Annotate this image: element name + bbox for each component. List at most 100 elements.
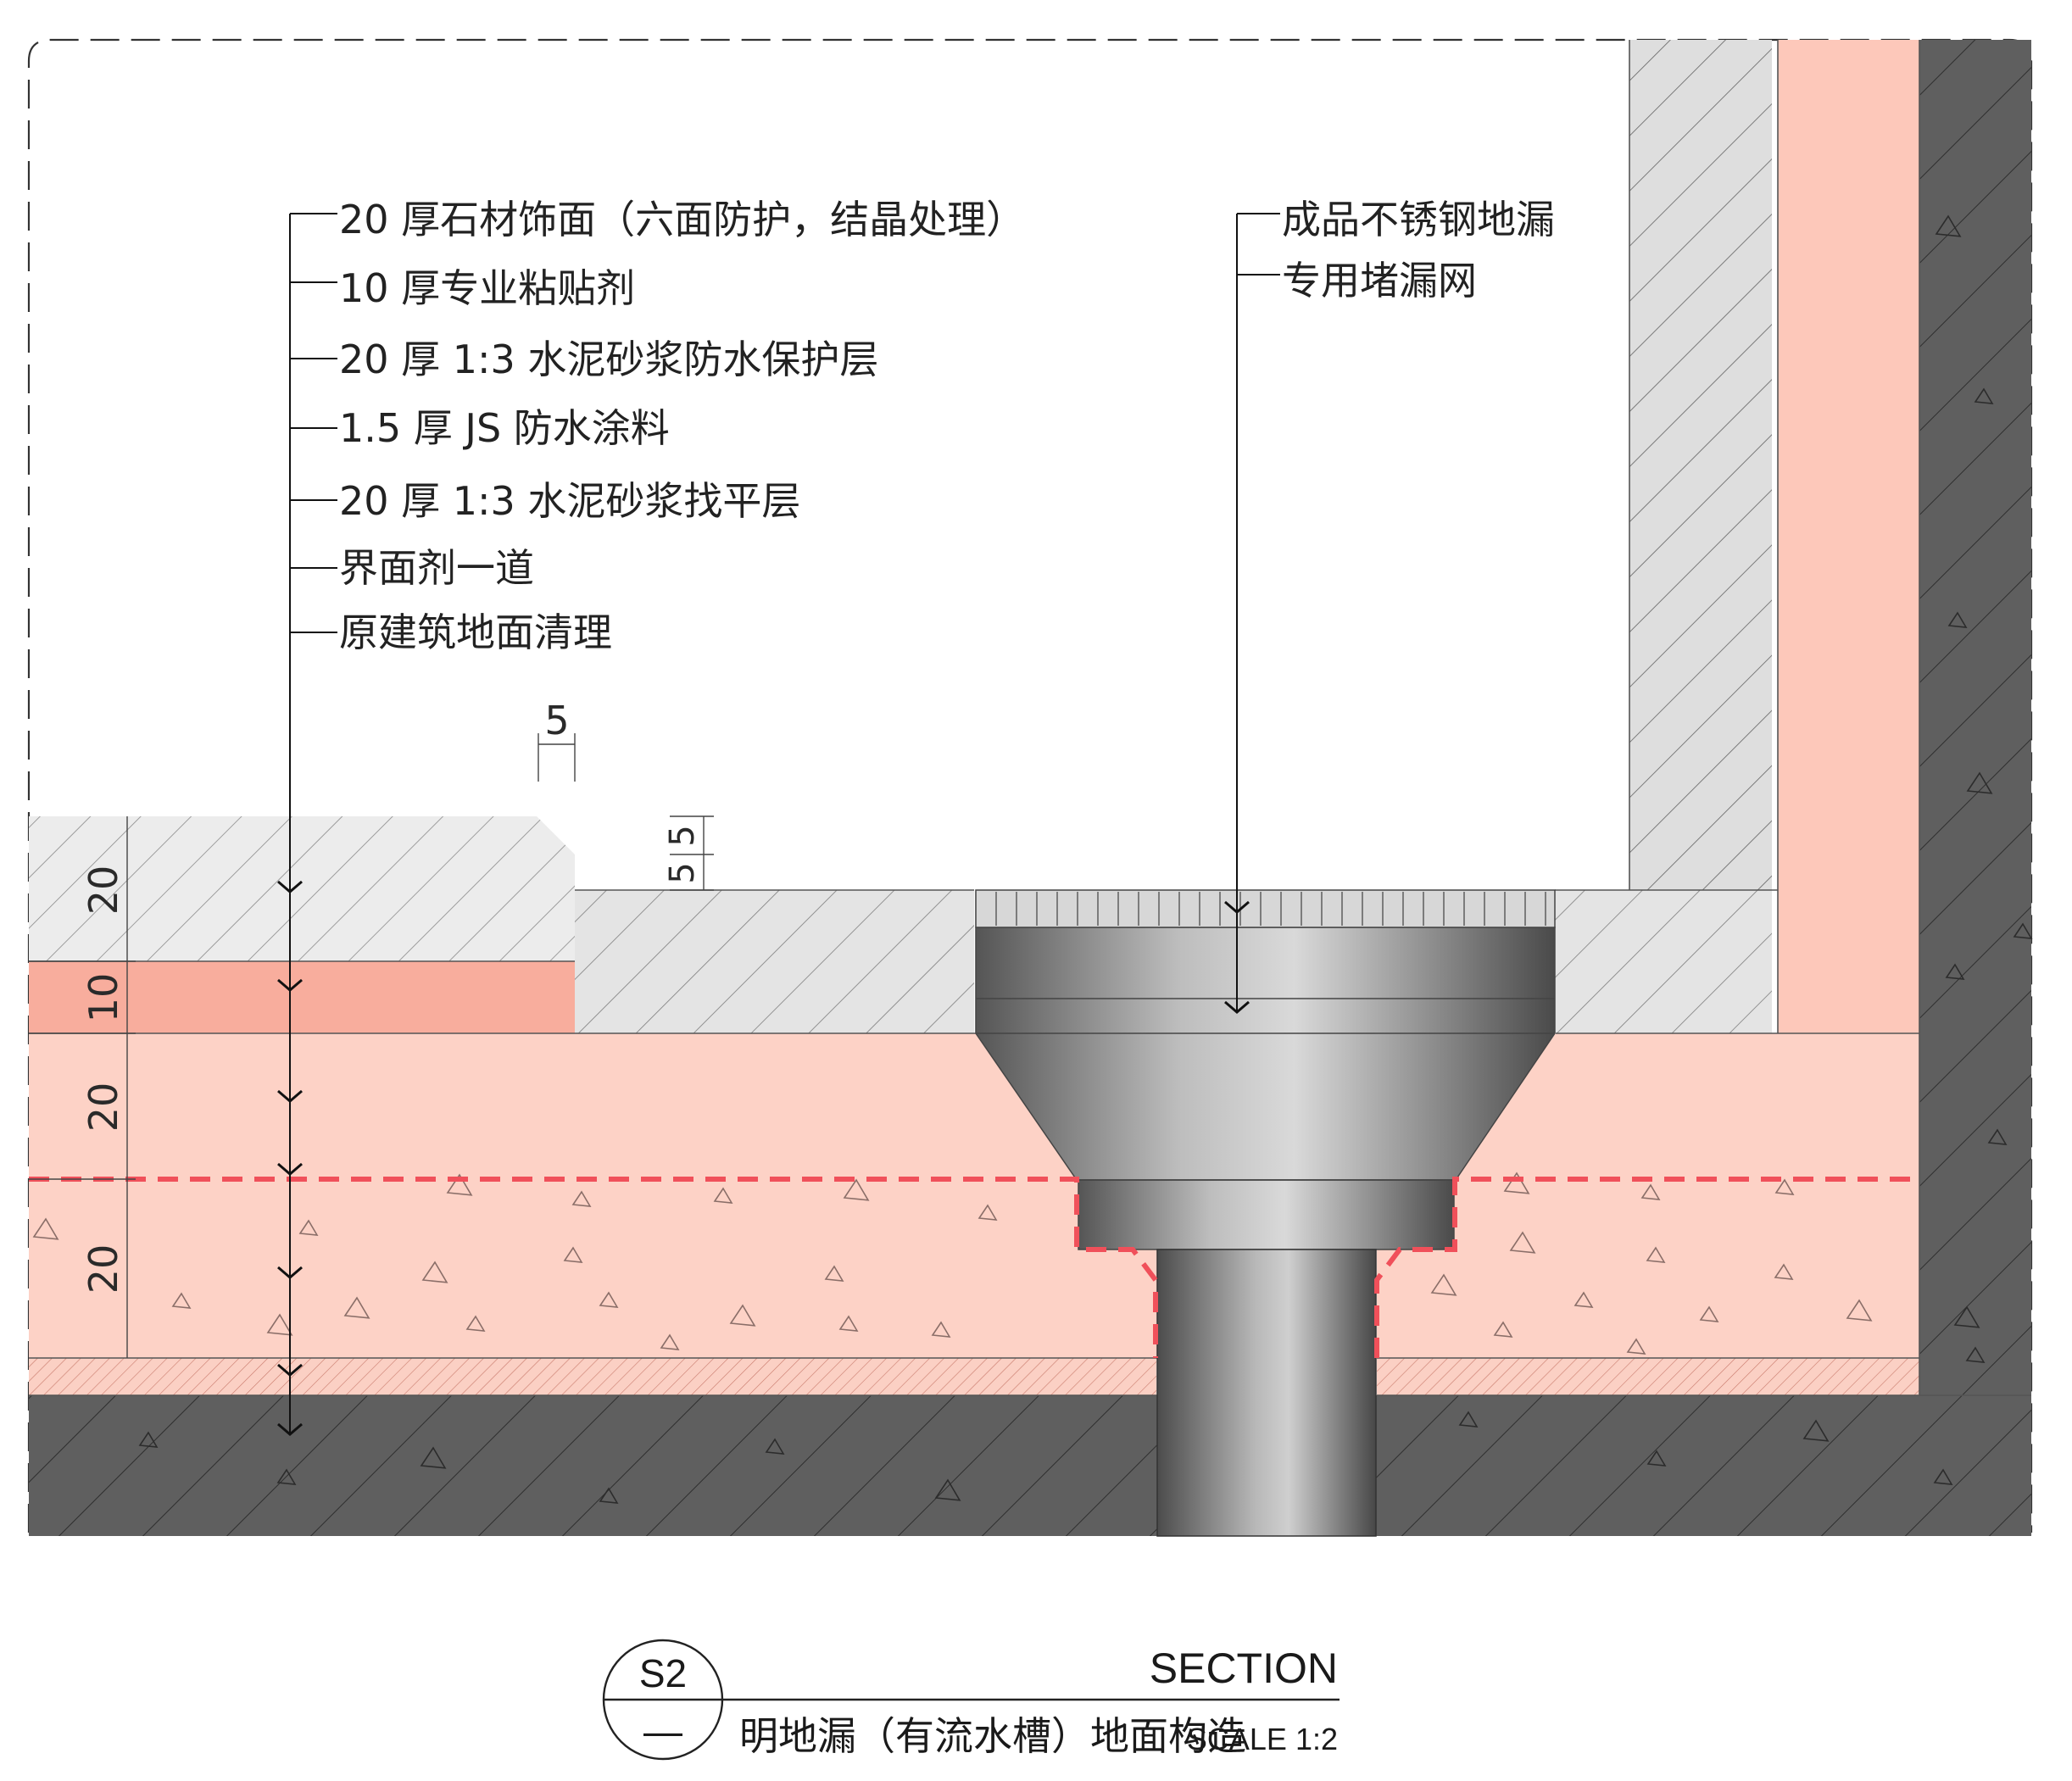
aggregate-mark (171, 1292, 192, 1309)
title-name: 明地漏（有流水槽）地面构造 (739, 1713, 1246, 1759)
dim-protect: 20 (81, 1083, 126, 1133)
aggregate-mark (1933, 1468, 1953, 1485)
aggregate-mark (1945, 963, 1965, 980)
aggregate-mark (1953, 1305, 1980, 1328)
aggregate-mark (978, 1204, 998, 1221)
aggregate-mark (465, 1315, 486, 1332)
concrete-slab (29, 1395, 2031, 1536)
trough-tile-left (575, 890, 974, 1033)
wall-facing (1629, 40, 1772, 890)
aggregate-mark (599, 1291, 619, 1308)
aggregate-mark (1947, 611, 1968, 628)
aggregate-mark (421, 1261, 448, 1283)
title-block: S2 — SECTION 明地漏（有流水槽）地面构造 SCALE 1:2 (602, 1639, 1340, 1761)
callout-adhesive: 10 厚专业粘贴剂 (339, 265, 635, 311)
aggregate-mark (1846, 1299, 1873, 1322)
aggregate-mark (571, 1190, 592, 1207)
adhesive-layer (29, 961, 575, 1033)
aggregate-mark (1458, 1411, 1479, 1428)
aggregate-mark (1935, 214, 1962, 237)
trough-tile-right (1555, 890, 1772, 1033)
aggregate-mark (1509, 1231, 1536, 1254)
aggregate-mark (298, 1219, 319, 1236)
aggregate-mark (1430, 1273, 1457, 1296)
aggregate-mark (1966, 771, 1993, 794)
title-section: SECTION (1150, 1645, 1338, 1692)
aggregate-mark (420, 1446, 447, 1469)
dim-step-b: 5 (663, 862, 702, 883)
dim-step-a: 5 (663, 825, 702, 846)
aggregate-mark (1493, 1321, 1513, 1338)
dim-stone: 20 (81, 865, 126, 916)
leader-arrowheads (277, 880, 1250, 1436)
dim-chamfer: 5 (544, 698, 569, 743)
aggregate-mark (931, 1321, 951, 1338)
aggregate-mark (32, 1217, 59, 1240)
aggregate-mark (934, 1478, 961, 1501)
leader-arrowhead (277, 1363, 303, 1377)
aggregate-mark (765, 1438, 785, 1455)
layer-leader (289, 213, 1280, 1433)
drawing-boundary (27, 38, 2033, 1533)
callout-level: 20 厚 1:3 水泥砂浆找平层 (339, 478, 800, 524)
dimension-chain (29, 733, 714, 1358)
aggregate-mark (138, 1431, 159, 1448)
aggregate-mark (1626, 1338, 1646, 1355)
aggregate-mark (1774, 1178, 1795, 1195)
concrete-wall (1919, 40, 2031, 1536)
layer-boundaries (29, 40, 2031, 1396)
layer-callouts: 20 厚石材饰面（六面防护，结晶处理） 10 厚专业粘贴剂 20 厚 1:3 水… (339, 197, 1025, 655)
aggregate-mark (343, 1296, 370, 1319)
drain-funnel (975, 927, 1556, 1181)
interface-coat-right (1377, 1358, 1919, 1395)
leader-arrowhead (277, 978, 303, 992)
aggregate-mark (1987, 1128, 2008, 1145)
mortar-layer-right (1377, 1033, 1919, 1358)
aggregate-mark (1699, 1305, 1719, 1322)
aggregate-mark (843, 1178, 870, 1201)
aggregate-mark (2013, 922, 2033, 939)
drain-callouts: 成品不锈钢地漏 专用堵漏网 (1282, 197, 1555, 303)
aggregate-mark (660, 1333, 680, 1350)
aggregate-mark (1573, 1291, 1594, 1308)
mortar-aggregate-marks (32, 214, 2033, 1504)
aggregate-mark (563, 1246, 583, 1263)
leader-arrowhead (1224, 900, 1250, 914)
aggregate-mark (266, 1313, 293, 1336)
leader-arrowhead (277, 1266, 303, 1279)
callout-clean: 原建筑地面清理 (339, 609, 612, 655)
floor-drain (975, 889, 1556, 1537)
aggregate-mark (1774, 1263, 1794, 1280)
aggregate-mark (1646, 1246, 1666, 1263)
drain-pipe (1156, 1249, 1377, 1537)
stone-finish (29, 816, 575, 961)
aggregate-mark (1965, 1346, 1986, 1363)
aggregate-mark (1640, 1183, 1661, 1200)
callout-waterproof: 1.5 厚 JS 防水涂料 (339, 405, 670, 451)
callout-protect: 20 厚 1:3 水泥砂浆防水保护层 (339, 337, 878, 382)
dim-adhesive: 10 (81, 973, 126, 1023)
waterproof-membrane (29, 1177, 1919, 1358)
title-scale: SCALE 1:2 (1187, 1722, 1338, 1756)
title-code: S2 (639, 1651, 687, 1695)
callout-drain: 成品不锈钢地漏 (1282, 197, 1555, 242)
aggregate-mark (838, 1315, 859, 1332)
aggregate-mark (1802, 1419, 1830, 1442)
drain-grate (975, 889, 1556, 928)
title-sheet: — (643, 1709, 682, 1753)
aggregate-mark (276, 1468, 297, 1485)
dim-level: 20 (81, 1244, 126, 1294)
aggregate-mark (824, 1265, 844, 1282)
aggregate-mark (1503, 1172, 1530, 1194)
callout-interface: 界面剂一道 (339, 545, 534, 591)
interface-coat-left (29, 1358, 1156, 1395)
drain-collar (1078, 1179, 1455, 1250)
aggregate-mark (1646, 1450, 1667, 1467)
aggregate-mark (713, 1187, 733, 1204)
drain-grate-bars (975, 892, 1546, 926)
leader-arrowhead (277, 880, 303, 893)
callout-stone: 20 厚石材饰面（六面防护，结晶处理） (339, 197, 1025, 242)
aggregate-mark (1974, 387, 1994, 404)
